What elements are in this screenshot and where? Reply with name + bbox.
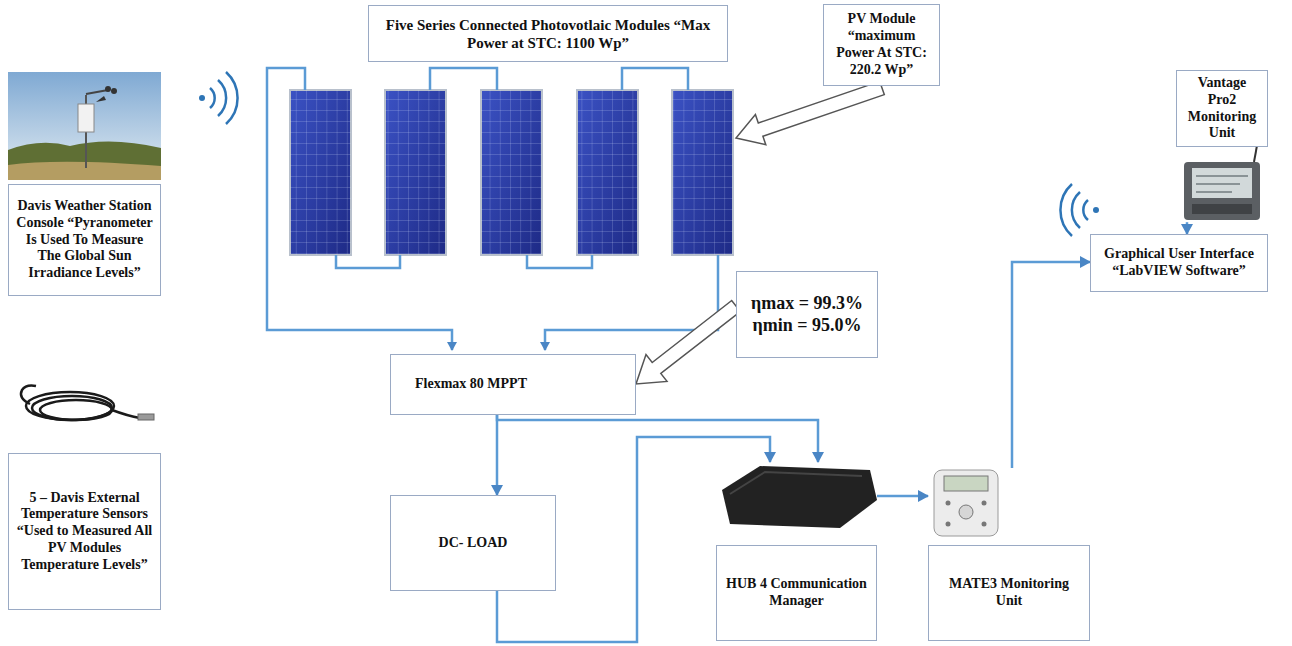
callout-box: PV Module “maximum Power At STC: 220.2 W…: [823, 4, 940, 86]
box-label: DC- LOAD: [439, 535, 508, 552]
signal-connector: [1186, 222, 1189, 234]
box-outline: MATE3 Monitoring Unit: [928, 545, 1090, 641]
box-label: ηmin = 95.0%: [753, 315, 862, 337]
box-outline: DC- LOAD: [390, 495, 556, 591]
device-box: Vantage Pro2 Monitoring Unit: [1176, 70, 1268, 222]
box-outline: Flexmax 80 MPPT: [390, 354, 636, 415]
box-label: MATE3 Monitoring Unit: [935, 576, 1083, 610]
signal-connector: [496, 415, 499, 495]
pv-module-picture: [290, 90, 733, 255]
efficiency-box: ηmax = 99.3%ηmin = 95.0%: [736, 271, 878, 358]
box-outline: 5 – Davis External Temperature Sensors “…: [8, 453, 161, 610]
wireless-symbol: [199, 72, 238, 124]
mate3-picture: [934, 470, 998, 536]
wireless-symbol: [1060, 184, 1099, 236]
device-box: Davis Weather Station Console “Pyranomet…: [8, 72, 161, 296]
title-box: Five Series Connected Photovotlaic Modul…: [368, 5, 728, 62]
console-picture: [1184, 140, 1260, 220]
box-label: Davis Weather Station Console “Pyranomet…: [15, 198, 154, 282]
box-label: Graphical User Interface “LabVIEW Softwa…: [1097, 246, 1261, 280]
box-outline: ηmax = 99.3%ηmin = 95.0%: [736, 271, 878, 358]
callout-arrow: [736, 81, 884, 144]
box-outline: HUB 4 Communication Manager: [716, 545, 877, 641]
box-label: Flexmax 80 MPPT: [415, 376, 527, 393]
sensor-box: 5 – Davis External Temperature Sensors “…: [8, 453, 161, 610]
box-label: ηmax = 99.3%: [751, 293, 863, 315]
monitor-box: MATE3 Monitoring Unit: [928, 468, 1090, 641]
box-outline: Vantage Pro2 Monitoring Unit: [1176, 70, 1268, 147]
temperature-sensor-picture: [21, 386, 154, 421]
box-outline: Five Series Connected Photovotlaic Modul…: [368, 5, 728, 62]
series-wiring: [267, 68, 718, 350]
box-outline: Davis Weather Station Console “Pyranomet…: [8, 184, 161, 296]
box-label: PV Module “maximum Power At STC: 220.2 W…: [830, 11, 933, 78]
hub-picture: [722, 466, 877, 528]
box-label: Vantage Pro2 Monitoring Unit: [1183, 75, 1261, 142]
box-label: 5 – Davis External Temperature Sensors “…: [15, 490, 154, 574]
signal-connector: [877, 495, 928, 498]
callout-arrow: [636, 301, 740, 385]
box-outline: PV Module “maximum Power At STC: 220.2 W…: [823, 4, 940, 86]
controller-box: Flexmax 80 MPPT: [390, 354, 636, 415]
signal-connector: [1012, 262, 1090, 468]
hub-box: HUB 4 Communication Manager: [716, 462, 877, 641]
weather-station-photo: [8, 72, 161, 180]
load-box: DC- LOAD: [390, 495, 556, 591]
box-label: HUB 4 Communication Manager: [723, 576, 870, 610]
software-box: Graphical User Interface “LabVIEW Softwa…: [1090, 234, 1268, 292]
box-outline: Graphical User Interface “LabVIEW Softwa…: [1090, 234, 1268, 292]
box-label: Five Series Connected Photovotlaic Modul…: [375, 16, 721, 52]
